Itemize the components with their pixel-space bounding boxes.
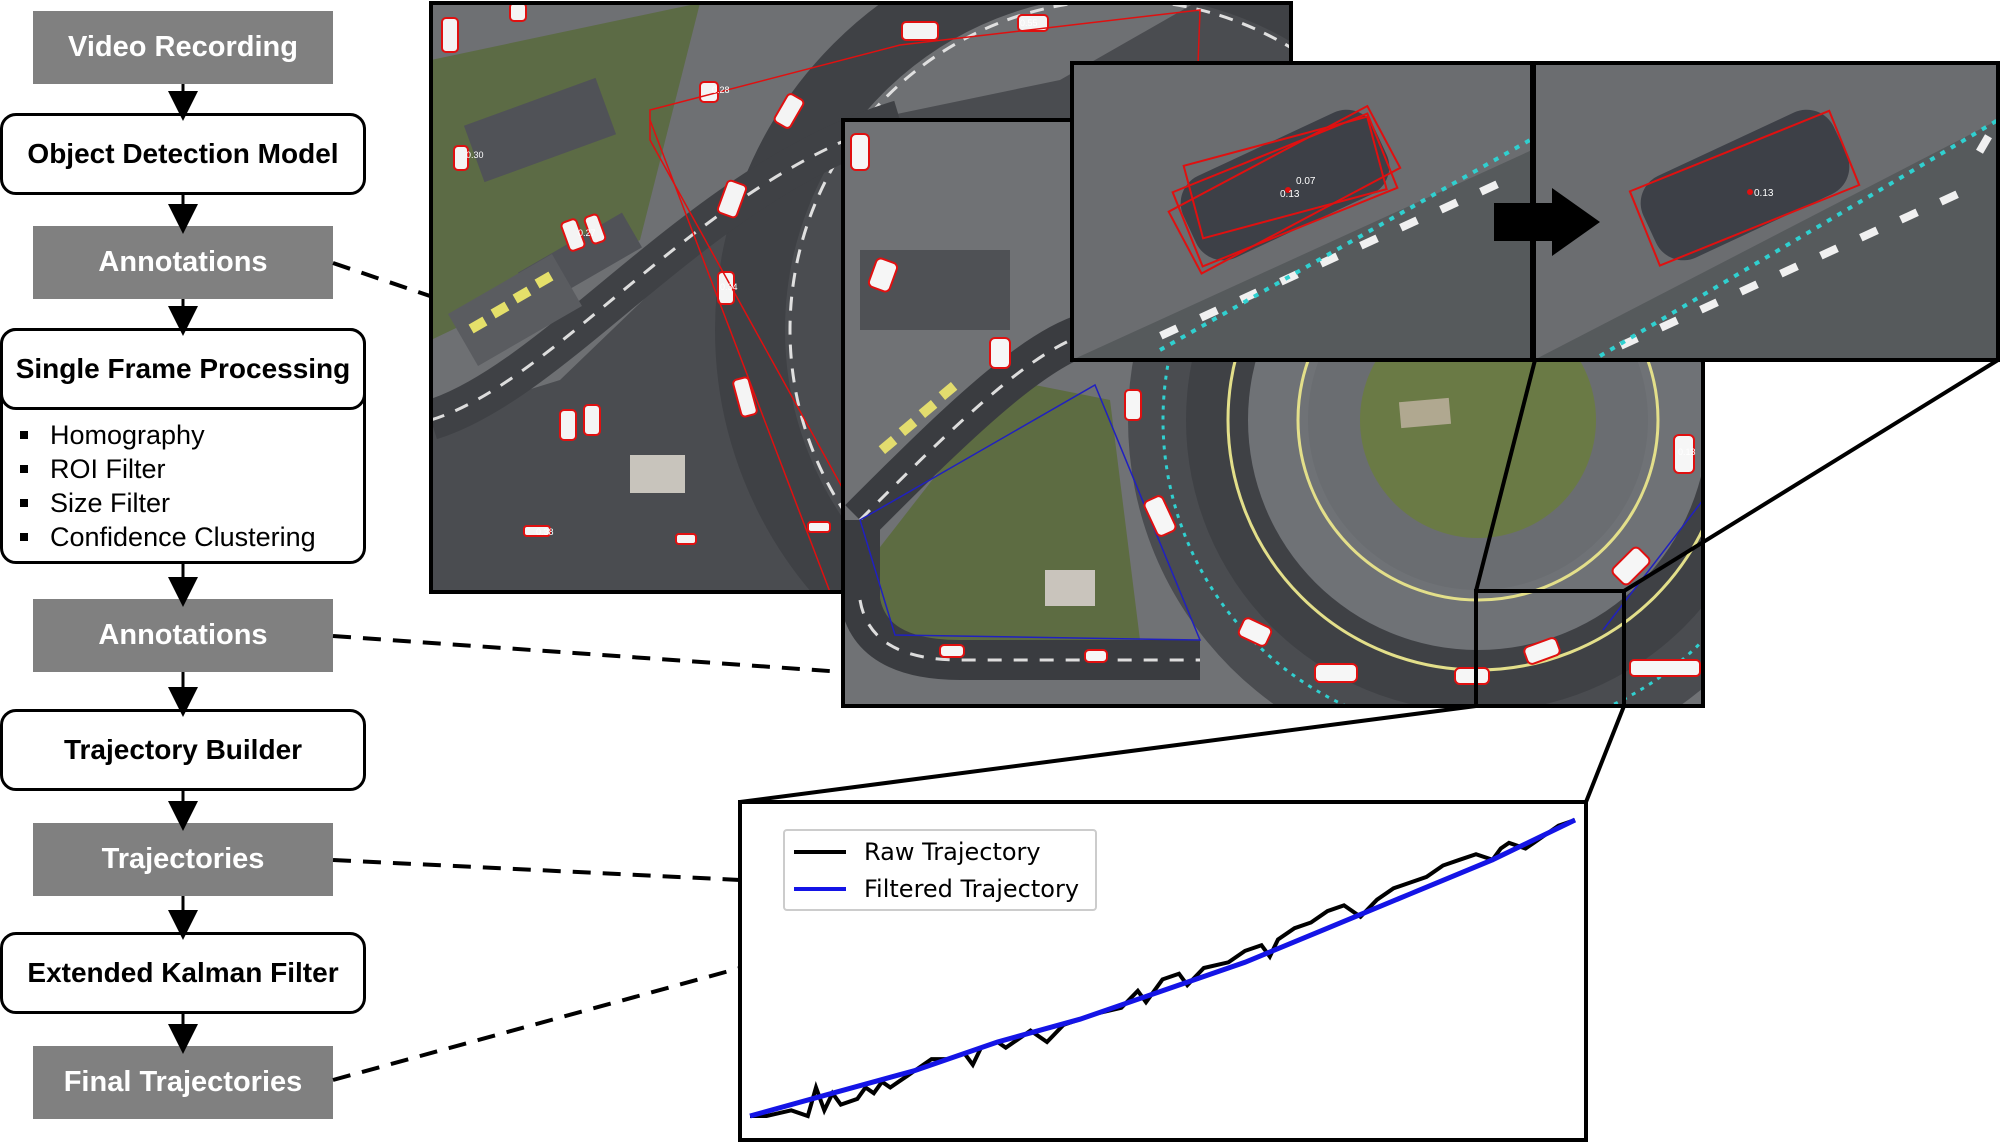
svg-text:0.28: 0.28	[712, 85, 730, 95]
filtered-trajectory-line	[749, 817, 1577, 1119]
svg-text:0.07: 0.07	[1296, 176, 1316, 187]
list-item: ROI Filter	[20, 452, 316, 486]
trajectories-box: Trajectories	[33, 823, 333, 896]
list-item: Homography	[20, 418, 316, 452]
zoom-panel-after: 0.13	[1534, 63, 1998, 360]
annotations-box-1: Annotations	[33, 226, 333, 299]
svg-text:0.34: 0.34	[720, 282, 738, 292]
svg-text:0.13: 0.13	[1280, 189, 1300, 200]
legend-raw: Raw Trajectory	[864, 838, 1041, 866]
svg-text:0.30: 0.30	[466, 150, 484, 160]
zoom-panel-before: 0.07 0.13	[1072, 63, 1532, 360]
zoom-lines	[739, 358, 2000, 804]
object-detection-box: Object Detection Model	[0, 113, 366, 195]
svg-text:0.38: 0.38	[536, 527, 554, 537]
legend-filtered: Filtered Trajectory	[864, 875, 1079, 903]
detection-labels: 0.30 0.27 0.28 0.55 0.38 0.34	[466, 18, 1038, 537]
annotations-box-2: Annotations	[33, 599, 333, 672]
single-frame-title: Single Frame Processing	[0, 328, 366, 410]
zoom-region-marker	[1474, 589, 1626, 708]
svg-text:0.13: 0.13	[1754, 188, 1774, 199]
final-trajectories-box: Final Trajectories	[33, 1046, 333, 1119]
trajectory-chart: Raw Trajectory Filtered Trajectory	[738, 800, 1588, 1142]
single-frame-list: Homography ROI Filter Size Filter Confid…	[20, 418, 316, 554]
chart-legend: Raw Trajectory Filtered Trajectory	[783, 829, 1097, 911]
svg-text:0.55: 0.55	[1020, 18, 1038, 28]
dashed-connectors	[332, 261, 844, 1082]
svg-text:0.13: 0.13	[1678, 447, 1696, 457]
ekf-box: Extended Kalman Filter	[0, 932, 366, 1014]
svg-text:0.27: 0.27	[578, 228, 596, 238]
list-item: Size Filter	[20, 486, 316, 520]
right-arrow-icon	[1494, 188, 1600, 256]
raw-trajectory-line	[750, 818, 1576, 1119]
list-item: Confidence Clustering	[20, 520, 316, 554]
video-recording-box: Video Recording	[33, 11, 333, 84]
